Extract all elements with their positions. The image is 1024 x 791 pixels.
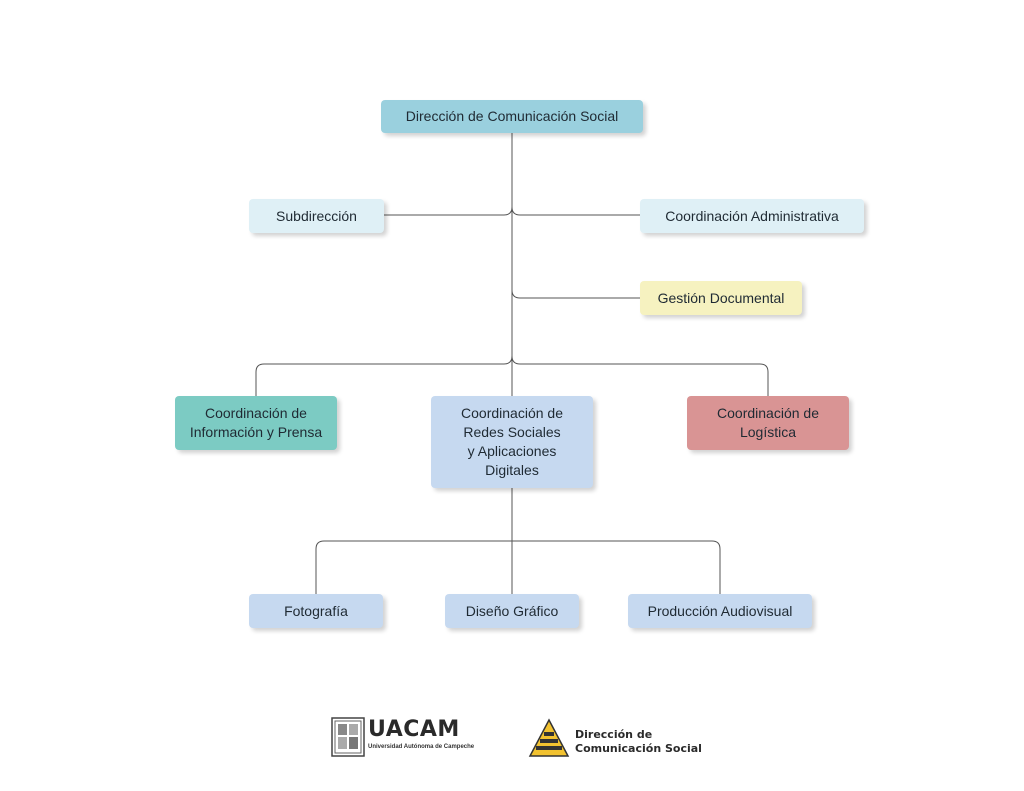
coord-redes-label: Coordinación de Redes Sociales y Aplicac… <box>461 405 563 478</box>
uacam-logo: UACAM Universidad Autónoma de Campeche <box>331 716 474 758</box>
coord-logistica-label: Coordinación de Logística <box>717 405 819 440</box>
gestion-box: Gestión Documental <box>640 281 802 315</box>
fotografia-label: Fotografía <box>284 602 348 619</box>
subdireccion-label: Subdirección <box>276 207 357 224</box>
coord-info-label: Coordinación de Información y Prensa <box>189 405 323 440</box>
coord-admin-label: Coordinación Administrativa <box>665 207 839 224</box>
uacam-subtitle: Universidad Autónoma de Campeche <box>368 744 475 750</box>
coord-logistica-box: Coordinación de Logística <box>687 396 849 450</box>
director-box: Dirección de Comunicación Social <box>381 100 643 133</box>
coord-admin-box: Coordinación Administrativa <box>640 199 864 233</box>
produccion-label: Producción Audiovisual <box>647 602 793 619</box>
uacam-name: UACAM <box>368 717 460 742</box>
subdireccion-box: Subdirección <box>249 199 384 233</box>
diseno-label: Diseño Gráfico <box>465 602 559 619</box>
gestion-label: Gestión Documental <box>657 289 785 306</box>
fotografia-box: Fotografía <box>249 594 383 628</box>
produccion-box: Producción Audiovisual <box>628 594 812 628</box>
director-label: Dirección de Comunicación Social <box>405 108 619 124</box>
pyramid-icon <box>528 718 570 757</box>
coord-redes-box: Coordinación de Redes Sociales y Aplicac… <box>431 396 593 488</box>
dcs-logo: Dirección de Comunicación Social <box>528 718 702 758</box>
uacam-shield-icon <box>331 717 365 757</box>
diseno-box: Diseño Gráfico <box>445 594 579 628</box>
dcs-line-2: Comunicación Social <box>575 742 702 755</box>
dcs-line-1: Dirección de <box>575 728 653 741</box>
coord-info-box: Coordinación de Información y Prensa <box>175 396 337 450</box>
